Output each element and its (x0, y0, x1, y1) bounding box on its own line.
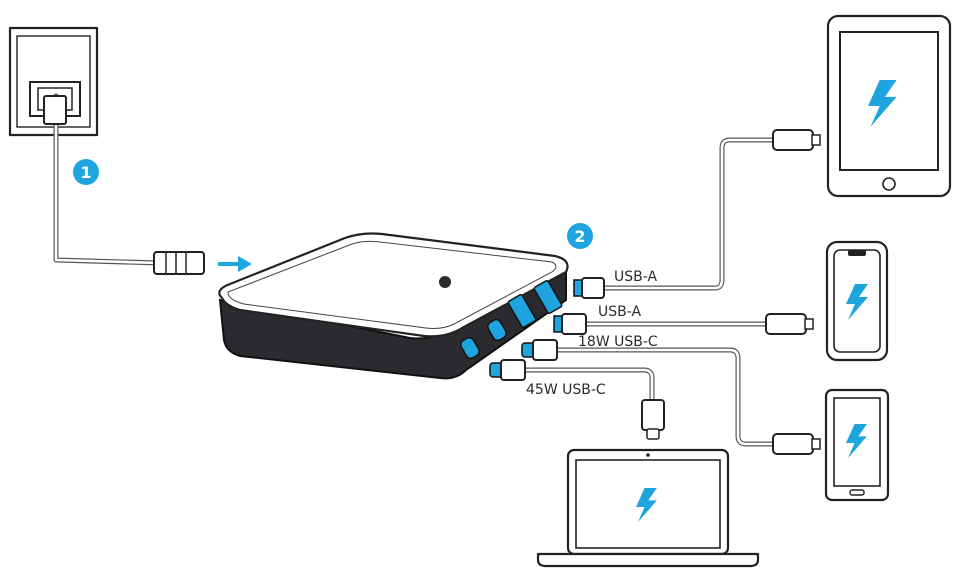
cable-usb-a-1 (573, 129, 821, 299)
hub-power-led (439, 276, 451, 288)
cable-usb-c-18w (521, 339, 821, 455)
hub-port-usb-a-1 (533, 279, 563, 315)
small-tablet-device (824, 388, 890, 502)
label-usb-a-1: USB-A (614, 269, 657, 285)
step-1-circle (73, 159, 99, 185)
label-usb-c-45w: 45W USB-C (526, 382, 606, 398)
step-2-circle (567, 223, 593, 249)
step-2-number: 2 (574, 227, 585, 246)
step-1-number: 1 (80, 163, 91, 182)
cable-usb-a-2 (553, 313, 814, 335)
label-usb-c-18w: 18W USB-C (578, 334, 658, 350)
phone-device (825, 240, 889, 362)
step-1-badge: 1 (73, 159, 99, 185)
hub-port-usb-a-2 (507, 293, 537, 329)
charging-hub (218, 232, 569, 380)
hub-port-usb-c-18w (487, 318, 507, 342)
arrow-right-icon (218, 256, 252, 272)
step-2-badge: 2 (567, 223, 593, 249)
tablet-device (826, 14, 952, 198)
laptop-device (536, 448, 760, 568)
cable-usb-c-45w (489, 359, 665, 440)
label-usb-a-2: USB-A (598, 304, 641, 320)
hub-port-usb-c-45w (460, 336, 480, 360)
power-cable (43, 93, 205, 275)
